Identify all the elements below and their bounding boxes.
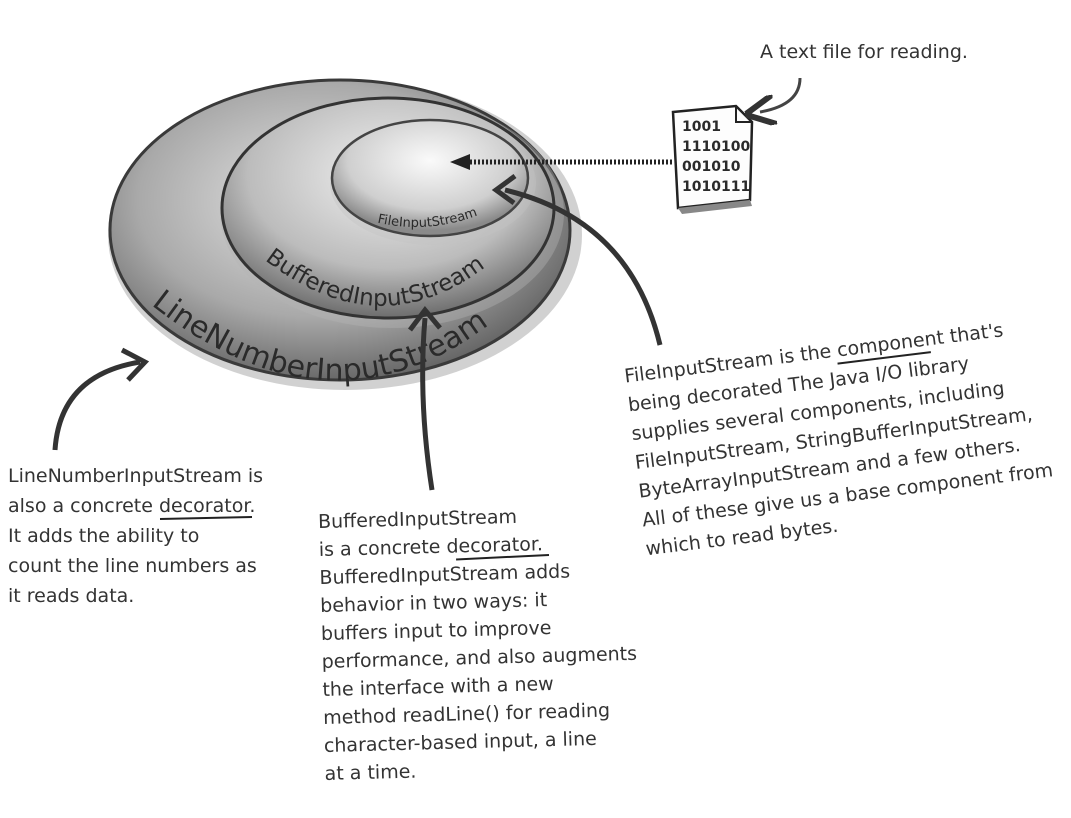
file-bits-1: 1001 <box>682 119 721 135</box>
note-ln-line-5: it reads data. <box>8 585 134 607</box>
note-bis-line-10: at a time. <box>324 761 416 785</box>
note-ln-line-4: count the line numbers as <box>8 555 257 577</box>
note-bis-line-9: character-based input, a line <box>324 728 597 757</box>
note-bis-line-4: behavior in two ways: it <box>320 589 547 617</box>
component-underline <box>837 351 931 365</box>
note-bis-line-6: performance, and also augments <box>321 643 637 673</box>
decorator-underline-2 <box>456 554 550 561</box>
arrow-to-middle-ring-head <box>408 305 442 332</box>
note-bis-line-8: method readLine() for reading <box>323 699 610 729</box>
file-bits-3: 001010 <box>682 159 741 175</box>
data-flow-arrowhead <box>450 154 470 170</box>
arrow-to-outer-ring <box>52 359 141 451</box>
note-line-number-input-stream: LineNumberInputStream is also a concrete… <box>8 465 263 607</box>
arrow-to-outer-ring-head <box>120 347 150 382</box>
arrow-to-inner-ring-head <box>491 173 517 206</box>
note-ln-line-2: also a concrete decorator. <box>8 495 255 517</box>
text-file-icon: 1001 1110100 001010 1010111 <box>671 104 754 214</box>
note-ln-line-3: It adds the ability to <box>8 525 199 547</box>
note-buffered-input-stream: BufferedInputStream is a concrete decora… <box>318 506 638 785</box>
file-bits-4: 1010111 <box>682 179 750 195</box>
file-bits-2: 1110100 <box>682 139 750 155</box>
note-bis-line-1: BufferedInputStream <box>318 506 517 533</box>
note-bis-line-3: BufferedInputStream adds <box>319 560 570 589</box>
caption-arrow <box>760 77 802 112</box>
arrow-to-middle-ring <box>420 317 435 491</box>
note-bis-line-7: the interface with a new <box>322 673 554 701</box>
arrow-to-inner-ring <box>504 187 663 346</box>
inner-ring-file-input-stream <box>330 118 536 245</box>
file-caption: A text file for reading. <box>760 41 968 63</box>
note-ln-line-1: LineNumberInputStream is <box>8 465 263 487</box>
note-file-input-stream: FileInputStream is the component that's … <box>623 319 1054 560</box>
note-bis-line-5: buffers input to improve <box>321 617 552 645</box>
decorator-underline-1 <box>159 516 253 520</box>
